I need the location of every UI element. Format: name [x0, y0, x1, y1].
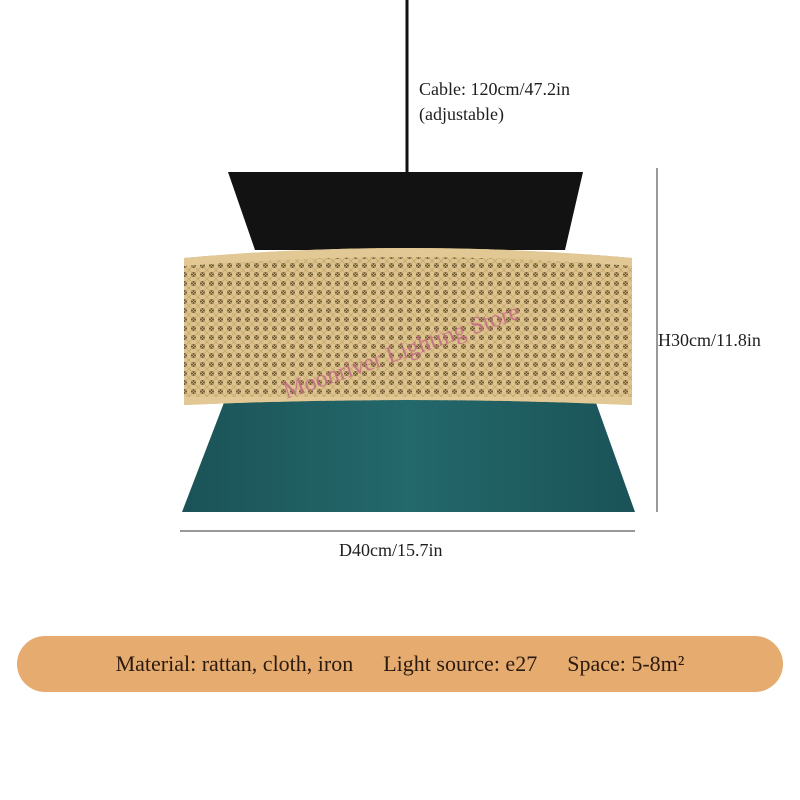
light-source-spec: Light source: e27 [383, 651, 538, 676]
cable-adjustable-label: (adjustable) [419, 104, 504, 124]
diameter-label: D40cm/15.7in [339, 540, 443, 560]
cable-length-label: Cable: 120cm/47.2in [419, 79, 570, 99]
specs-banner: Material: rattan, cloth, iron Light sour… [17, 636, 783, 692]
material-spec: Material: rattan, cloth, iron [115, 651, 354, 676]
space-spec: Space: 5-8m² [567, 651, 685, 676]
height-label: H30cm/11.8in [658, 330, 761, 350]
bottom-teal-shade [182, 400, 635, 512]
rattan-band [184, 248, 632, 405]
top-black-shade [228, 172, 583, 250]
